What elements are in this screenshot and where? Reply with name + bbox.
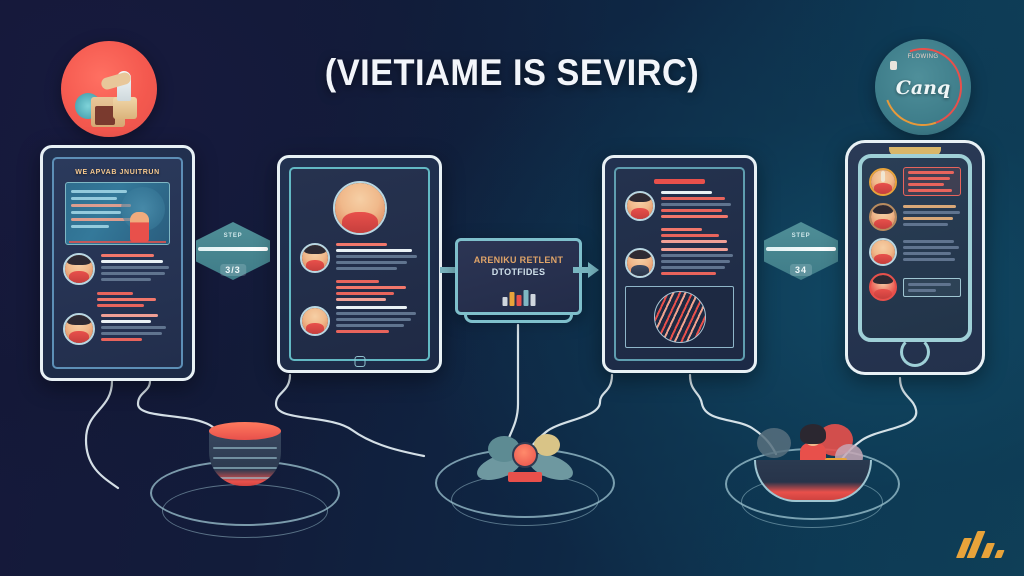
step-badge-1[interactable]: STEP 3/3	[196, 222, 270, 280]
list-item[interactable]	[63, 253, 172, 285]
avatar	[63, 253, 95, 285]
monitor-line-2: DTOTFIDES	[491, 267, 546, 277]
list-item[interactable]	[300, 306, 419, 336]
tablet-feed[interactable]	[602, 155, 757, 373]
flower-figure	[473, 428, 577, 486]
list-item[interactable]	[625, 191, 734, 221]
feed-top-chip	[654, 179, 705, 184]
list-item[interactable]	[869, 167, 961, 196]
avatar	[625, 191, 655, 221]
flower-figure-illustration	[435, 418, 615, 543]
phone-box	[903, 277, 961, 297]
left-circle-illustration	[61, 41, 157, 137]
tablet-feed-screen	[614, 167, 745, 361]
list-item[interactable]	[869, 273, 961, 301]
framed-spiral-image	[625, 286, 734, 348]
avatar	[869, 273, 897, 301]
brand-watermark	[955, 524, 1005, 558]
step-badge-1-label: STEP	[223, 233, 243, 239]
step-badge-1-number: 3/3	[220, 264, 246, 276]
phone-list[interactable]	[845, 140, 985, 375]
list-item[interactable]	[869, 238, 961, 266]
phone-notch	[889, 147, 941, 156]
badge-top-text: FLOWING	[907, 54, 939, 61]
step-badge-2[interactable]: STEP 34	[764, 222, 838, 280]
hex-divider	[766, 247, 836, 251]
spiral-graphic	[653, 291, 706, 343]
list-item[interactable]	[300, 243, 419, 273]
tablet-landing-header: WE APVAB JNUITRUN	[75, 169, 160, 176]
center-monitor[interactable]: ARENIKU RETLENT DTOTFIDES	[455, 238, 582, 323]
step-badge-2-label: STEP	[791, 233, 811, 239]
hex-divider	[198, 247, 268, 251]
list-item[interactable]	[625, 248, 734, 278]
avatar	[869, 167, 897, 196]
tablet-profile-screen	[289, 167, 430, 361]
monitor-line-1: ARENIKU RETLENT	[473, 255, 564, 265]
avatar	[300, 306, 330, 336]
tablet-landing-screen: WE APVAB JNUITRUN	[52, 157, 183, 369]
avatar	[300, 243, 330, 273]
list-item-lines	[661, 248, 734, 278]
monitor-stand	[464, 312, 573, 323]
database-cylinder-illustration	[150, 412, 340, 547]
avatar	[869, 238, 897, 266]
avatar	[625, 248, 655, 278]
home-button[interactable]	[354, 356, 365, 367]
list-item-lines	[101, 314, 172, 344]
database-cylinder	[209, 422, 281, 494]
list-item-lines	[336, 306, 419, 336]
avatar	[63, 313, 95, 345]
phone-home-indicator[interactable]	[900, 337, 930, 367]
list-item-lines	[903, 240, 961, 264]
hero-banner	[65, 182, 170, 245]
list-item[interactable]	[869, 203, 961, 231]
list-item[interactable]	[63, 313, 172, 345]
avatar-large	[332, 181, 387, 235]
list-item-lines	[661, 191, 734, 221]
phone-screen	[858, 154, 972, 342]
tablet-profile[interactable]	[277, 155, 442, 373]
person-in-bowl-illustration	[725, 418, 900, 543]
avatar	[869, 203, 897, 231]
list-item-lines	[903, 205, 961, 229]
list-item-lines	[101, 254, 172, 284]
step-badge-2-number: 34	[789, 264, 813, 276]
page-title: (VIETIAME IS SEVIRC)	[324, 52, 700, 93]
arrow-right-2	[573, 262, 599, 278]
list-item-lines	[336, 243, 419, 273]
badge-script-text: Canq	[895, 77, 951, 100]
phone-card	[903, 167, 961, 196]
right-circle-logo: FLOWING Canq	[875, 39, 971, 135]
tablet-landing[interactable]: WE APVAB JNUITRUN	[40, 145, 195, 381]
monitor-objects	[502, 290, 535, 306]
